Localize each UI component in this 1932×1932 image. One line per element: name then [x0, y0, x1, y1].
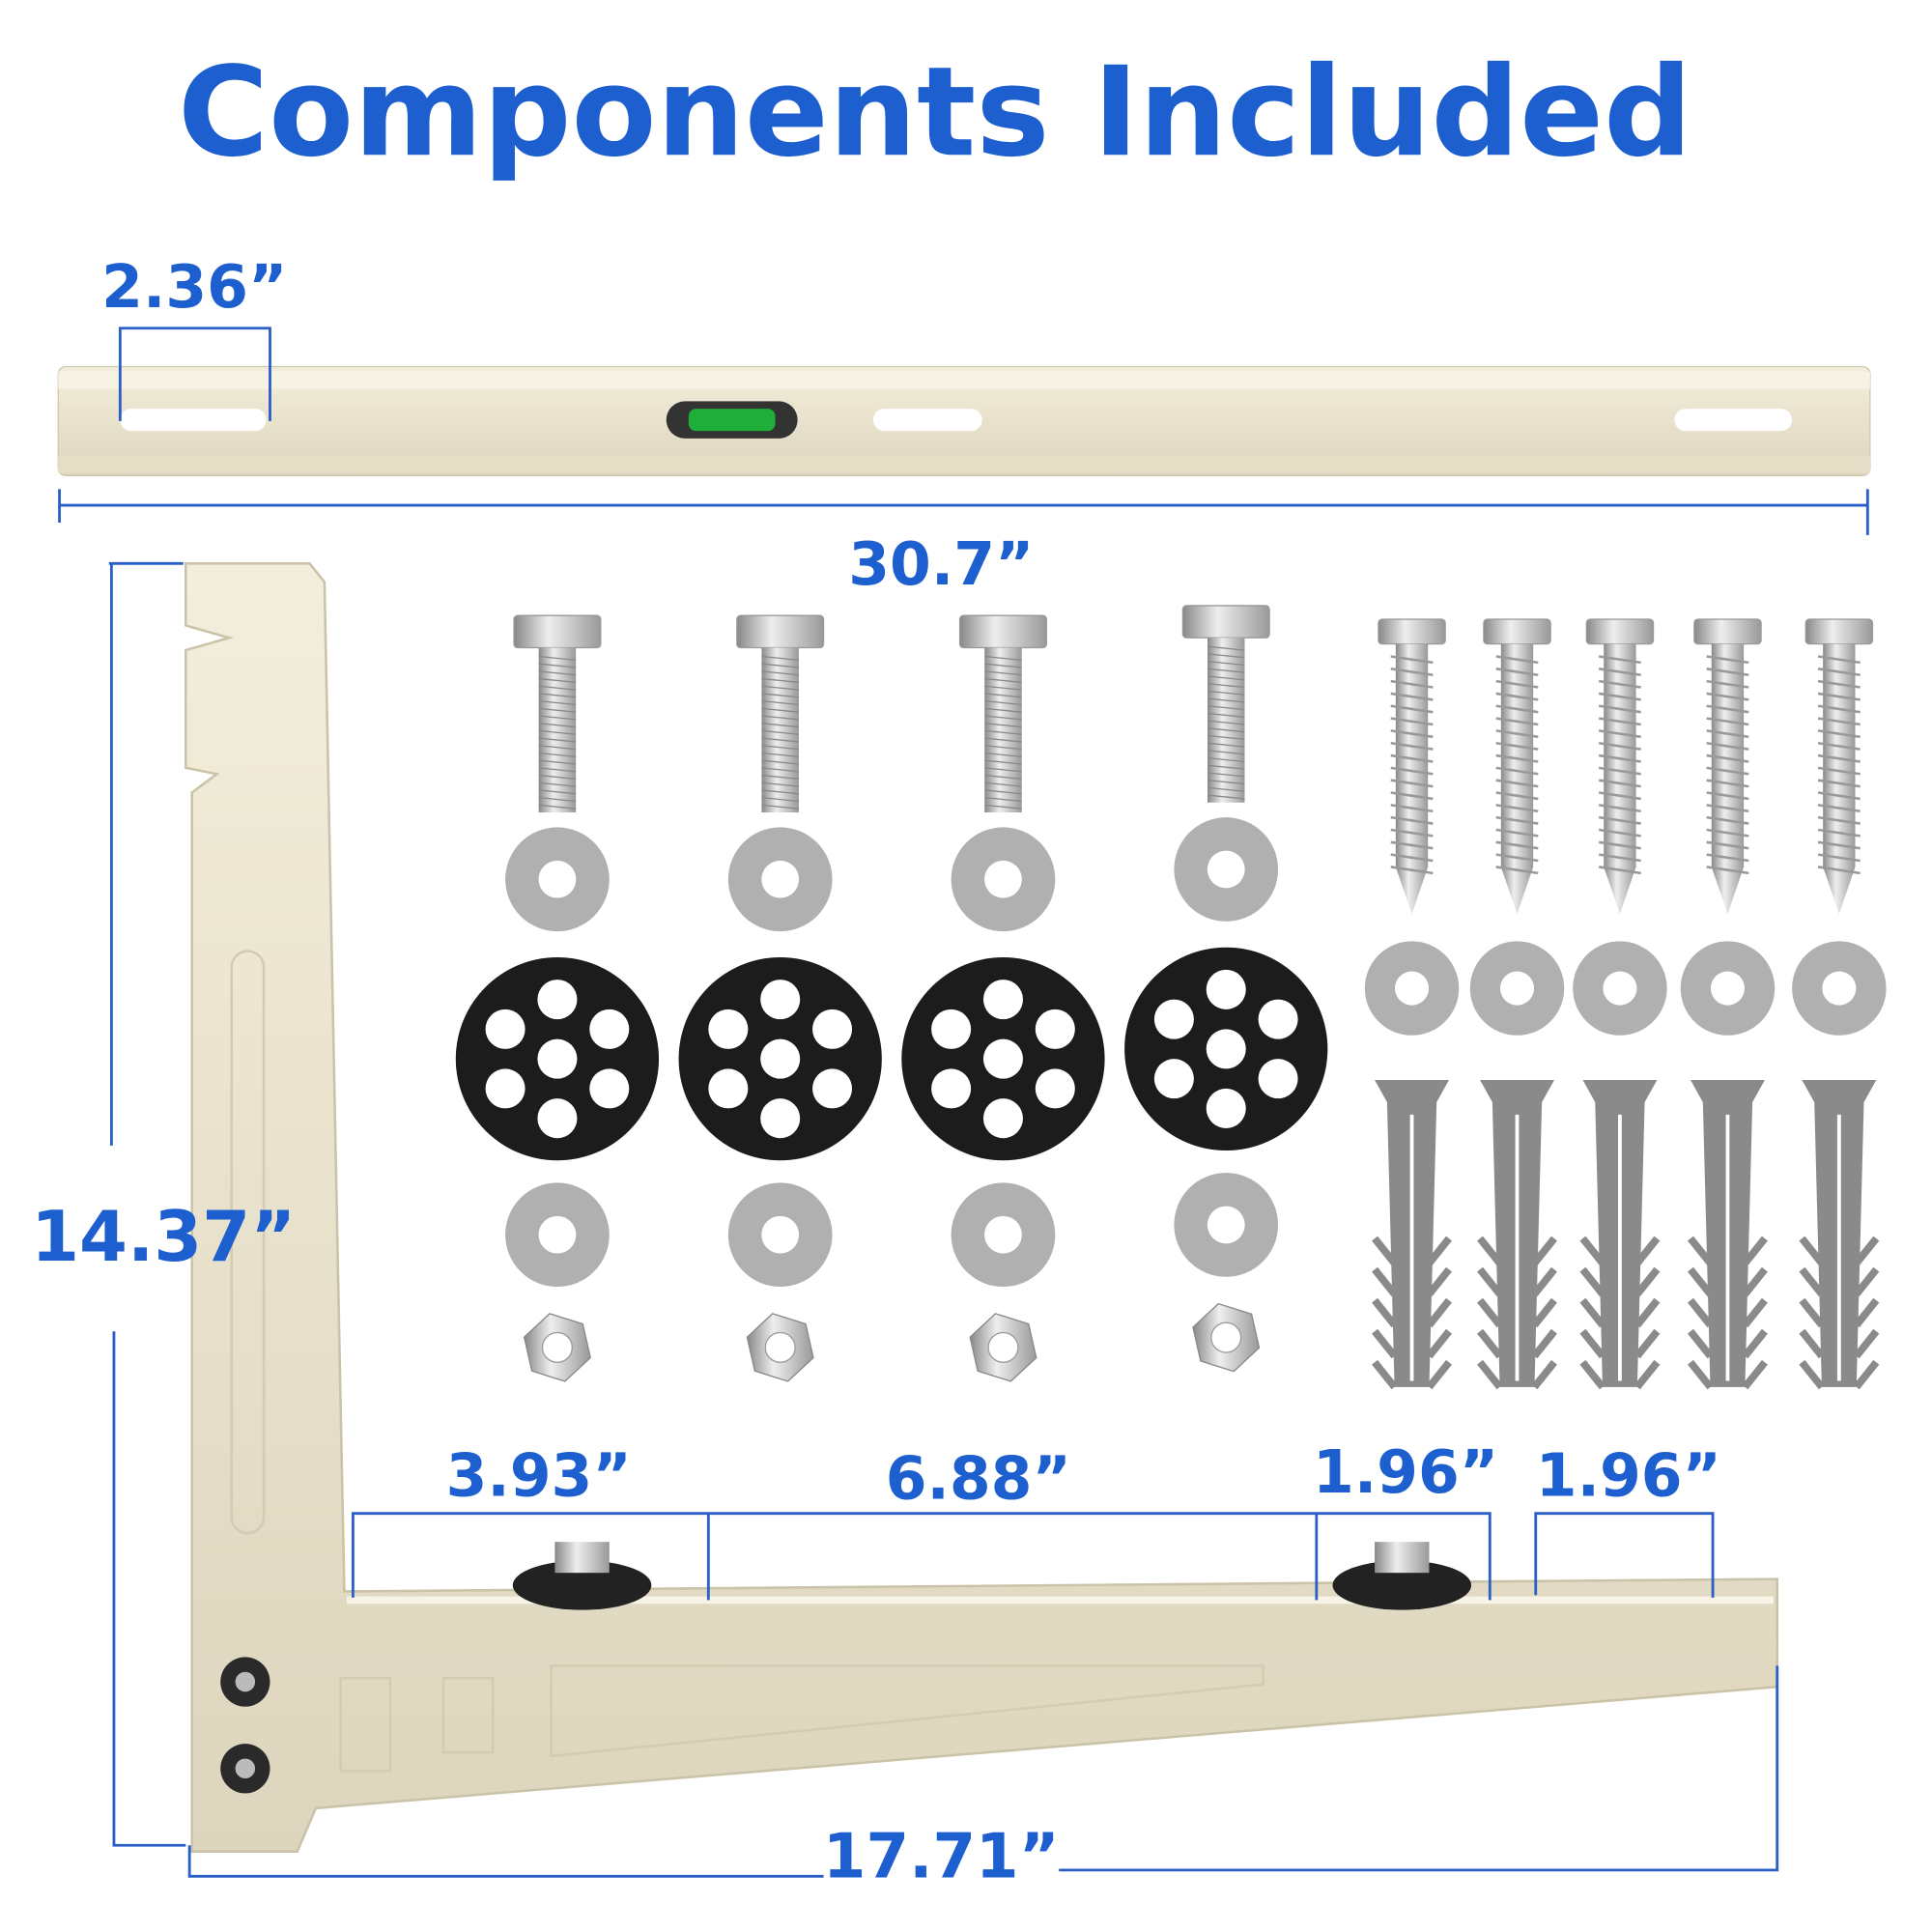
rubber-pad-icon	[455, 957, 660, 1161]
hex-nut-icon	[523, 1313, 591, 1382]
washer-icon	[727, 827, 833, 932]
hardware-group	[455, 605, 1887, 1390]
arm-first-segment-label: 3.93”	[446, 1441, 632, 1511]
bracket-height-label: 14.37”	[31, 1196, 296, 1277]
washer-icon	[1174, 817, 1279, 922]
hex-nut-icon	[746, 1313, 814, 1382]
lag-screw-icon	[1378, 618, 1446, 915]
wall-anchor-icon	[1372, 1079, 1453, 1390]
hex-nut-icon	[1192, 1302, 1261, 1373]
hex-nut-icon	[969, 1313, 1037, 1382]
washer-icon	[1792, 941, 1887, 1036]
page-title: Components Included	[178, 41, 1692, 185]
arm-end-segment-label: 1.96”	[1536, 1441, 1721, 1511]
rubber-pad-icon	[678, 957, 882, 1161]
washer-icon	[1174, 1173, 1279, 1277]
washer-icon	[505, 1182, 610, 1288]
hex-bolt-icon	[958, 614, 1047, 813]
washer-icon	[505, 827, 610, 932]
lag-screw-icon	[1585, 618, 1655, 915]
washer-icon	[1469, 941, 1565, 1036]
lag-screw-icon	[1483, 618, 1551, 915]
washer-icon	[951, 827, 1056, 932]
mounted-pad-icon	[512, 1542, 652, 1610]
rail-slot-width-label: 2.36”	[101, 252, 287, 322]
washer-icon	[1364, 941, 1460, 1036]
wall-rail	[57, 365, 1871, 476]
hex-bolt-icon	[736, 614, 825, 813]
rail-slot	[872, 409, 982, 432]
hex-bolt-icon	[513, 614, 602, 813]
rail-length-label: 30.7”	[848, 529, 1034, 599]
wall-anchor-icon	[1799, 1079, 1880, 1390]
bracket-depth-label: 17.71”	[823, 1822, 1060, 1893]
rubber-pad-icon	[901, 957, 1105, 1161]
washer-icon	[1573, 941, 1667, 1036]
l-bracket	[185, 562, 1779, 1853]
wall-anchor-icon	[1579, 1079, 1661, 1390]
mounted-pad-icon	[1332, 1542, 1472, 1610]
washer-icon	[951, 1182, 1056, 1288]
rubber-pad-icon	[1124, 947, 1328, 1151]
arm-third-segment-label: 1.96”	[1313, 1437, 1498, 1507]
washer-icon	[1680, 941, 1776, 1036]
washer-icon	[727, 1182, 833, 1288]
wall-anchor-icon	[1477, 1079, 1557, 1390]
lag-screw-icon	[1693, 618, 1762, 915]
wall-anchor-icon	[1687, 1079, 1768, 1390]
rail-slot	[120, 409, 267, 432]
arm-middle-segment-label: 6.88”	[886, 1443, 1071, 1513]
rail-slot	[1674, 409, 1793, 432]
lag-screw-icon	[1804, 618, 1874, 915]
hex-bolt-icon	[1181, 605, 1270, 803]
